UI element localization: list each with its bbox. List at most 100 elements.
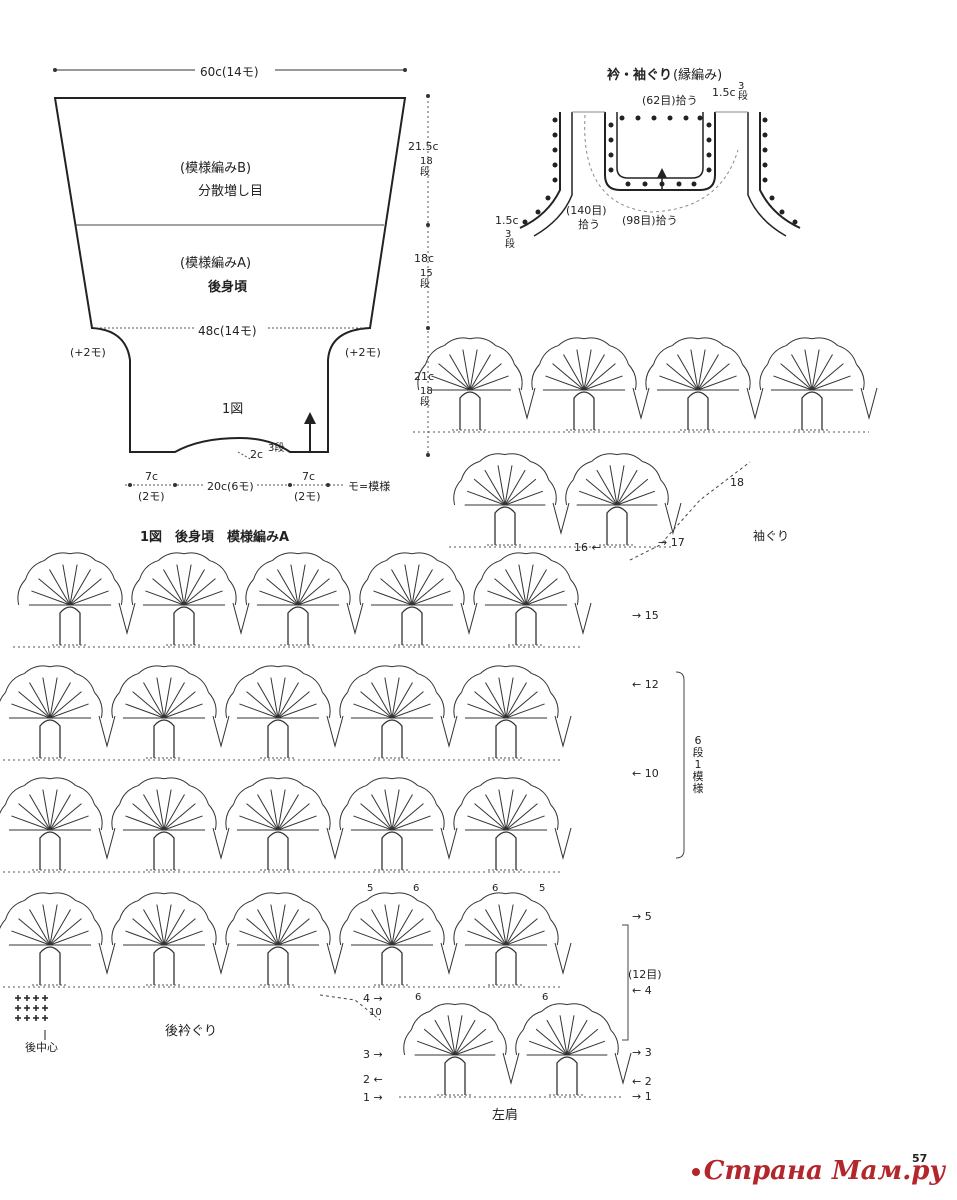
shell-stroke bbox=[233, 673, 253, 693]
shell-stroke bbox=[616, 469, 638, 506]
shell-stroke bbox=[460, 602, 478, 635]
right-increase-label: (+2モ) bbox=[345, 346, 381, 359]
shell-motif bbox=[403, 1003, 520, 1096]
small-mark: 6 bbox=[542, 992, 549, 1003]
shell-stroke bbox=[69, 569, 91, 606]
shell-stroke bbox=[138, 892, 165, 901]
height-top-rows: 18段 bbox=[420, 156, 433, 178]
shell-stroke bbox=[384, 677, 393, 719]
bottom-center-label: 20c(6モ) bbox=[205, 478, 256, 494]
shell-stroke bbox=[811, 337, 838, 346]
shell-stroke bbox=[480, 1010, 500, 1030]
shell-stroke bbox=[495, 831, 517, 870]
shell-stroke bbox=[272, 552, 299, 561]
shell-stroke bbox=[353, 815, 393, 831]
shell-stroke bbox=[497, 465, 506, 506]
row-number: ← 10 bbox=[632, 767, 659, 780]
shell-stroke bbox=[505, 892, 532, 901]
shell-stroke bbox=[453, 919, 462, 946]
shell-stroke bbox=[515, 606, 537, 645]
figure-ref-label: 1図 bbox=[222, 402, 244, 417]
shell-stroke bbox=[456, 579, 465, 606]
shell-stroke bbox=[42, 677, 51, 719]
shell-stroke bbox=[163, 803, 196, 831]
shell-stroke bbox=[75, 785, 95, 805]
shell-stroke bbox=[391, 794, 413, 831]
small-mark: 6 bbox=[492, 883, 499, 894]
shell-stroke bbox=[163, 703, 203, 719]
shell-stroke bbox=[539, 345, 559, 365]
shell-stroke bbox=[0, 692, 6, 703]
shell-stroke bbox=[666, 363, 699, 391]
shell-stroke bbox=[653, 345, 673, 365]
shell-stroke bbox=[504, 465, 513, 506]
shell-stroke bbox=[277, 904, 286, 946]
shell-stroke bbox=[163, 682, 185, 719]
pickup-140-note: 拾う bbox=[578, 218, 600, 231]
shell-motif bbox=[531, 337, 650, 431]
shell-stroke bbox=[246, 803, 279, 831]
shell-motif bbox=[759, 337, 878, 431]
shell-stroke bbox=[660, 479, 669, 506]
shell-stroke bbox=[460, 460, 480, 480]
shell-stroke bbox=[322, 804, 331, 831]
shell-stroke bbox=[49, 677, 58, 719]
shell-stroke bbox=[505, 904, 514, 946]
shell-stroke bbox=[49, 904, 58, 946]
sc-stitch bbox=[42, 995, 48, 1001]
shell-stroke bbox=[233, 785, 253, 805]
shell-stroke bbox=[411, 590, 451, 606]
shell-stroke bbox=[208, 919, 217, 946]
shell-stroke bbox=[505, 703, 545, 719]
chart-title: 1図 後身頃 模様編みA bbox=[140, 530, 290, 545]
shell-stroke bbox=[252, 892, 279, 901]
shell-stroke bbox=[49, 909, 71, 946]
shell-stroke bbox=[18, 803, 51, 831]
shell-stroke bbox=[566, 1040, 606, 1056]
small-mark: 5 bbox=[539, 883, 546, 894]
shell-stroke bbox=[791, 354, 813, 391]
shell-stroke bbox=[381, 719, 403, 758]
shell-stroke bbox=[228, 579, 237, 606]
shell-stroke bbox=[156, 904, 165, 946]
shell-motif bbox=[453, 453, 570, 546]
shell-stroke bbox=[277, 815, 317, 831]
repeat-bracket bbox=[675, 671, 685, 859]
shell-stroke bbox=[530, 460, 550, 480]
shell-stroke bbox=[225, 804, 234, 831]
shell-stroke bbox=[616, 490, 656, 506]
row-number: → 17 bbox=[658, 536, 685, 549]
shell-stroke bbox=[138, 665, 165, 674]
shell-motif bbox=[339, 665, 458, 759]
shell-stroke bbox=[773, 375, 813, 391]
shell-stroke bbox=[558, 337, 585, 346]
shell-stroke bbox=[480, 892, 507, 901]
shell-stroke bbox=[498, 1029, 507, 1056]
shell-stroke bbox=[505, 815, 545, 831]
shell-stroke bbox=[239, 930, 279, 946]
shell-stroke bbox=[505, 777, 532, 786]
shell-stroke bbox=[132, 803, 165, 831]
shell-stroke bbox=[437, 560, 457, 580]
bottom-right-motifs: (2モ) bbox=[294, 490, 321, 503]
shell-stroke bbox=[225, 692, 234, 719]
shell-motif bbox=[453, 892, 572, 986]
shell-stroke bbox=[474, 918, 507, 946]
shell-stroke bbox=[485, 682, 507, 719]
shell-stroke bbox=[111, 692, 120, 719]
shell-stroke bbox=[438, 363, 471, 391]
shell-stroke bbox=[277, 777, 304, 786]
shell-stroke bbox=[277, 930, 317, 946]
shell-stroke bbox=[94, 692, 103, 719]
shell-stroke bbox=[367, 560, 387, 580]
shell-stroke bbox=[49, 930, 89, 946]
shell-stroke bbox=[270, 904, 279, 946]
shell-stroke bbox=[690, 349, 699, 391]
shell-stroke bbox=[189, 673, 209, 693]
shell-stroke bbox=[138, 777, 165, 786]
edging-title: 衿・袖ぐり bbox=[607, 68, 673, 83]
shell-stroke bbox=[94, 919, 103, 946]
shell-stroke bbox=[322, 919, 331, 946]
shell-stroke bbox=[811, 354, 833, 391]
